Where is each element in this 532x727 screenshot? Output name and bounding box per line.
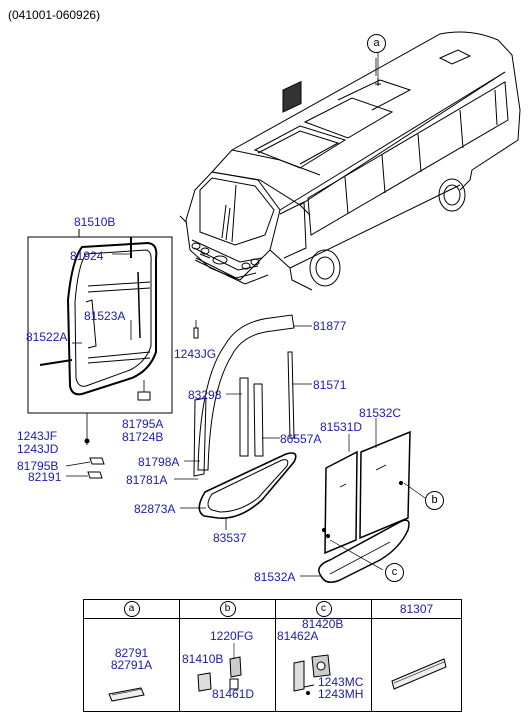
window-channel-parts — [193, 314, 297, 530]
latch-icon — [197, 643, 242, 692]
bus-illustration — [179, 31, 521, 291]
door-glass-assembly — [39, 237, 158, 401]
part-label-82873A[interactable]: 82873A — [134, 502, 176, 516]
part-label-81523A[interactable]: 81523A — [84, 309, 126, 323]
sliding-glass-parts — [318, 430, 411, 583]
part-label-1243JF[interactable]: 1243JF — [17, 429, 58, 443]
part-label-81798A[interactable]: 81798A — [138, 455, 180, 469]
part-label-82191[interactable]: 82191 — [28, 470, 62, 484]
part-label-1243JD[interactable]: 1243JD — [17, 442, 59, 456]
part-label-81877[interactable]: 81877 — [313, 319, 347, 333]
part-label-81410B[interactable]: 81410B — [182, 652, 224, 666]
part-label-83537[interactable]: 83537 — [213, 531, 247, 545]
part-label-81795B[interactable]: 81795B — [17, 459, 59, 473]
part-label-81462A[interactable]: 81462A — [277, 629, 319, 643]
leader-lines — [174, 50, 426, 577]
date-range-header: (041001-060926) — [8, 8, 101, 22]
part-label-81724B[interactable]: 81724B — [122, 430, 164, 444]
legend-header-b: b — [179, 599, 276, 619]
part-label-81420B[interactable]: 81420B — [302, 617, 344, 631]
lock-icon — [293, 654, 331, 695]
part-label-81461D[interactable]: 81461D — [212, 687, 255, 701]
part-label-82791A[interactable]: 82791A — [110, 658, 153, 672]
part-label-81531D[interactable]: 81531D — [320, 420, 363, 434]
part-label-81795A[interactable]: 81795A — [122, 417, 164, 431]
callout-c[interactable]: c — [385, 563, 404, 582]
part-label-81571[interactable]: 81571 — [313, 378, 347, 392]
legend-cell-81307 — [371, 618, 462, 712]
part-label-82791[interactable]: 82791 — [114, 646, 149, 660]
part-label-1243MC[interactable]: 1243MC — [318, 675, 364, 689]
part-label-81781A[interactable]: 81781A — [126, 473, 168, 487]
part-label-83298[interactable]: 83298 — [188, 388, 222, 402]
weatherstrip-icon — [391, 658, 447, 690]
callout-b[interactable]: b — [425, 491, 444, 510]
part-label-81510B[interactable]: 81510B — [74, 215, 116, 229]
legend-cell-a: 82791 82791A — [83, 618, 180, 712]
part-label-1220FG[interactable]: 1220FG — [210, 629, 254, 643]
legend-cell-c: 81420B 81462A 1243MC 1243MH — [275, 617, 372, 712]
part-label-81924[interactable]: 81924 — [70, 249, 104, 263]
part-label-81532A[interactable]: 81532A — [254, 570, 296, 584]
part-label-1243MH[interactable]: 1243MH — [318, 687, 364, 701]
part-label-86557A[interactable]: 86557A — [280, 432, 322, 446]
callout-a[interactable]: a — [367, 34, 386, 53]
legend-table: a b c 81307 82791 82791A 1220FG 8141 — [83, 599, 462, 712]
part-label-81522A[interactable]: 81522A — [26, 330, 68, 344]
legend-header-a: a — [83, 599, 180, 619]
part-label-1243JG[interactable]: 1243JG — [174, 347, 217, 361]
door-glass-group-box — [27, 236, 173, 414]
legend-cell-b: 1220FG 81410B 81461D — [179, 618, 276, 712]
trim-strip-icon — [108, 687, 145, 702]
legend-header-81307: 81307 — [371, 599, 462, 619]
part-label-81532C[interactable]: 81532C — [359, 406, 402, 420]
legend-header-c: c — [275, 599, 372, 619]
